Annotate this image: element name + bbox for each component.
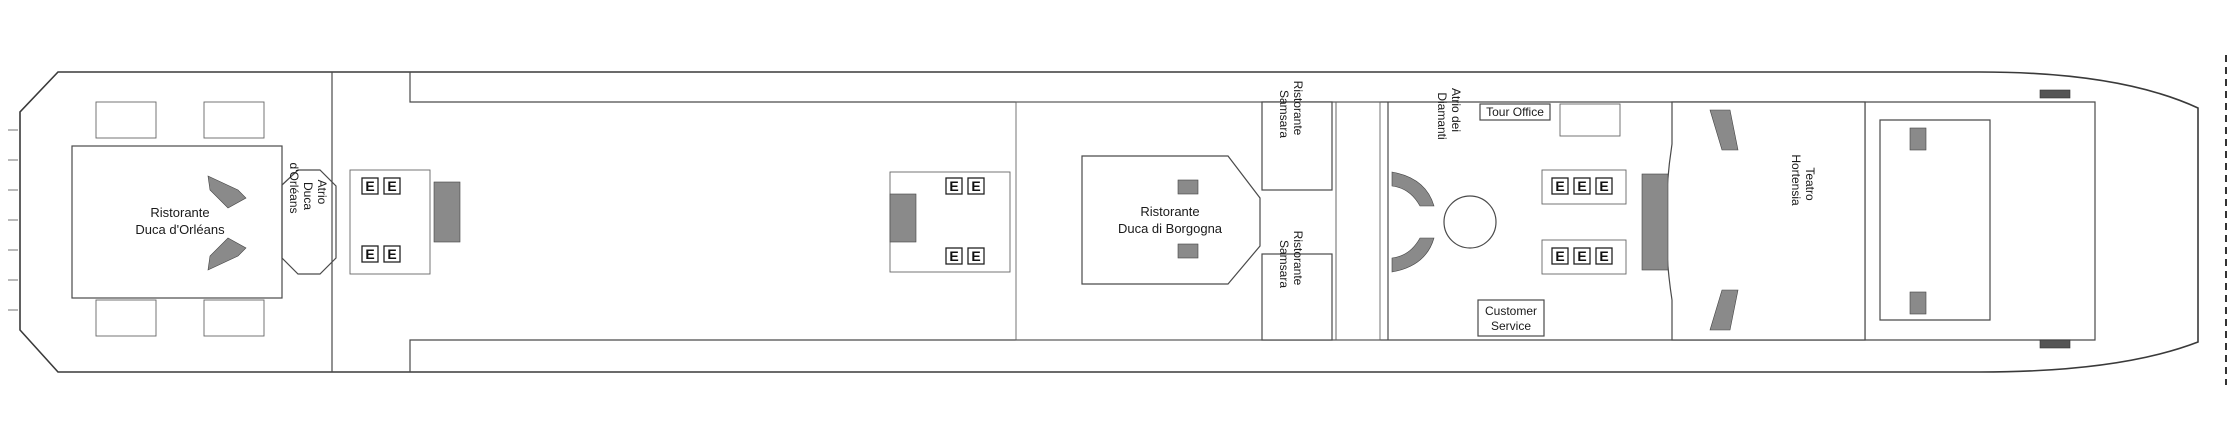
samsara-top-room[interactable] bbox=[1261, 101, 1333, 191]
mid-elevator-bank: E E E E bbox=[889, 171, 1011, 273]
corridor-fwd bbox=[1335, 101, 1381, 341]
duca-orleans-label-2: Duca d'Orléans bbox=[135, 222, 225, 237]
aft-room-top-left bbox=[95, 101, 157, 139]
samsara-bottom-room[interactable] bbox=[1261, 253, 1333, 341]
tour-office-label: Tour Office bbox=[1486, 105, 1544, 119]
customer-service-room[interactable] bbox=[1477, 299, 1545, 337]
theatre-stair-bottom bbox=[1709, 289, 1739, 331]
svg-text:E: E bbox=[971, 178, 980, 194]
svg-text:E: E bbox=[1577, 248, 1586, 264]
borgogna-stair-bottom bbox=[1177, 243, 1199, 259]
svg-text:E: E bbox=[1599, 178, 1608, 194]
aft-room-bottom-right bbox=[203, 299, 265, 337]
svg-text:E: E bbox=[1599, 248, 1608, 264]
customer-service-label-2: Service bbox=[1491, 319, 1531, 333]
svg-text:E: E bbox=[1577, 178, 1586, 194]
samsara-bottom-label-1: Ristorante bbox=[1291, 231, 1305, 286]
atrio-duca-label-1: Atrio bbox=[315, 180, 329, 205]
stair-curve-bottom bbox=[207, 237, 247, 271]
fwd-elevator-bank: E E E E E E bbox=[1541, 169, 1627, 275]
promenade-outline bbox=[409, 72, 2096, 372]
theatre-seating bbox=[1641, 173, 1669, 271]
tour-office-room[interactable] bbox=[1479, 103, 1551, 121]
atrio-duca-outline bbox=[281, 169, 337, 275]
samsara-top-label-2: Samsara bbox=[1277, 90, 1291, 138]
aft-room-top-right bbox=[203, 101, 265, 139]
anchor-bottom bbox=[2039, 339, 2071, 349]
hull-outline bbox=[19, 71, 2199, 373]
svg-text:E: E bbox=[365, 246, 374, 262]
borgogna-label-2: Duca di Borgogna bbox=[1118, 221, 1223, 236]
stage-stair-top bbox=[1909, 127, 1927, 151]
atrio-stair-top bbox=[1391, 171, 1435, 207]
anchor-top bbox=[2039, 89, 2071, 99]
stair-curve-top bbox=[207, 175, 247, 209]
svg-text:E: E bbox=[949, 178, 958, 194]
svg-text:E: E bbox=[387, 178, 396, 194]
aft-railing-marks bbox=[8, 129, 18, 311]
borgogna-stair-top bbox=[1177, 179, 1199, 195]
svg-text:E: E bbox=[365, 178, 374, 194]
svg-text:E: E bbox=[971, 248, 980, 264]
duca-orleans-label-1: Ristorante bbox=[150, 205, 209, 220]
aft-room-bottom-left bbox=[95, 299, 157, 337]
svg-text:E: E bbox=[949, 248, 958, 264]
atrio-stair-bottom bbox=[1391, 237, 1435, 273]
svg-text:E: E bbox=[387, 246, 396, 262]
samsara-top-label-1: Ristorante bbox=[1291, 81, 1305, 136]
duca-orleans-room[interactable] bbox=[71, 145, 283, 299]
atrio-diamanti-label-1: Atrio dei bbox=[1449, 88, 1463, 132]
aft-elevator-bank: E E E E bbox=[349, 169, 461, 275]
borgogna-room[interactable] bbox=[1081, 155, 1261, 285]
svg-text:E: E bbox=[1555, 248, 1564, 264]
atrio-duca-label-2: Duca bbox=[301, 182, 315, 210]
customer-service-label-1: Customer bbox=[1485, 304, 1537, 318]
svg-text:E: E bbox=[1555, 178, 1564, 194]
atrio-duca-label-3: d'Orléans bbox=[287, 163, 301, 214]
samsara-bottom-label-2: Samsara bbox=[1277, 240, 1291, 288]
stage-stair-bottom bbox=[1909, 291, 1927, 315]
atrio-circle bbox=[1443, 195, 1497, 249]
theatre-stair-top bbox=[1709, 109, 1739, 151]
teatro-label-2: Hortensia bbox=[1789, 154, 1803, 206]
atrio-diamanti-label-2: Diamanti bbox=[1435, 92, 1449, 139]
stage-area bbox=[1879, 119, 1991, 321]
teatro-room[interactable] bbox=[1665, 101, 1866, 341]
teatro-label-1: Teatro bbox=[1803, 167, 1817, 201]
tour-office-annex bbox=[1559, 103, 1621, 137]
borgogna-label-1: Ristorante bbox=[1140, 204, 1199, 219]
